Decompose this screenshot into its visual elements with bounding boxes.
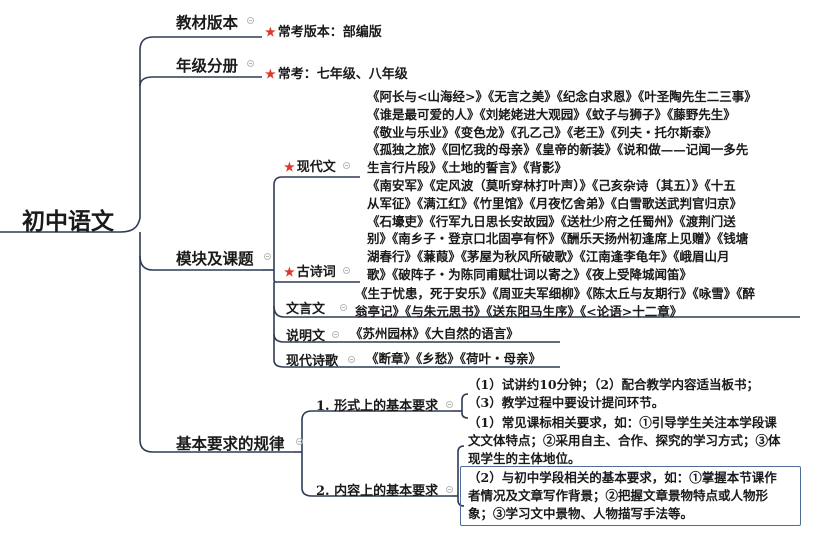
star-icon: ★ [284, 265, 295, 279]
root-topic: 初中语文 [22, 208, 114, 235]
text-line: 现学生的主体地位。 [468, 450, 581, 466]
ancient-label: ★古诗词 [284, 261, 336, 280]
grade-note-text: 常考：七年级、八年级 [277, 67, 408, 82]
text-line: 生言行片段》《土地的誓言》《背影》 [367, 160, 568, 176]
collapse-toggle[interactable] [446, 401, 453, 408]
collapse-toggle[interactable] [247, 17, 254, 24]
content-texts-b: （2）与初中学段相关的基本要求，如：①掌握本节课作 者情况及文章写作背景；②把握… [468, 469, 777, 522]
text-line: 湖春行》《蒹葭》《茅屋为秋风所破歌》《江南逢李龟年》《峨眉山月 [367, 249, 730, 265]
collapse-toggle[interactable] [332, 331, 339, 338]
text-line: 《谁是最可爱的人》《刘姥姥进大观园》《蚊子与狮子》《藤野先生》 [367, 106, 736, 122]
expository-texts: 《苏州园林》《大自然的语言》 [350, 326, 519, 341]
text-line: （2）与初中学段相关的基本要求，如：①掌握本节课作 [468, 470, 777, 485]
text-line: 象；③学习文中景物、人物描写手法等。 [468, 505, 694, 521]
form-label: 1. 形式上的基本要求 [316, 399, 439, 414]
text-line: 别》《南乡子・登京口北固亭有怀》《酬乐天扬州初逢席上见赠》《钱塘 [367, 231, 749, 247]
text-line: 翁亭记》《与朱元思书》《送东阳马生序》《<论语>十二章》 [355, 303, 683, 319]
text-line: 者情况及文章写作背景；②把握文章景物特点或人物形 [468, 487, 769, 503]
modern-label: ★现代文 [284, 156, 336, 175]
text-line: （1）常见课标相关要求，如：①引导学生关注本学段课 [468, 415, 777, 430]
collapse-toggle[interactable] [247, 60, 254, 67]
star-icon: ★ [265, 25, 276, 39]
text-line: 《阿长与<山海经>》《无言之美》《纪念白求恩》《叶圣陶先生二三事》 [367, 89, 757, 104]
modern-texts: 《阿长与<山海经>》《无言之美》《纪念白求恩》《叶圣陶先生二三事》 《谁是最可爱… [367, 88, 757, 177]
collapse-toggle[interactable] [343, 267, 350, 274]
edition-note: ★常考版本：部编版 [265, 21, 382, 40]
branch-rules: 基本要求的规律 [176, 434, 285, 453]
content-label: 2. 内容上的基本要求 [316, 484, 439, 499]
star-icon: ★ [284, 160, 295, 174]
text-line: 文文体特点；②采用自主、合作、探究的学习方式；③体 [468, 432, 781, 448]
collapse-toggle[interactable] [446, 486, 453, 493]
classical-label: 文言文 [286, 302, 326, 317]
expository-label: 说明文 [286, 329, 326, 344]
content-b-box [460, 466, 801, 526]
star-icon: ★ [265, 67, 276, 81]
branch-grade: 年级分册 [176, 56, 239, 75]
collapse-toggle[interactable] [348, 356, 355, 363]
grade-note: ★常考：七年级、八年级 [265, 63, 408, 82]
branch-edition: 教材版本 [176, 13, 239, 32]
collapse-toggle[interactable] [264, 253, 271, 260]
text-line: （1）试讲约10分钟；（2）配合教学内容适当板书； [468, 377, 760, 392]
text-line: 《敬业与乐业》《变色龙》《孔乙己》《老王》《列夫・托尔斯泰》 [367, 124, 718, 140]
text-line: 《孤独之旅》《回忆我的母亲》《皇帝的新装》《说和做——记闻一多先 [367, 142, 749, 158]
ancient-texts: 《南安军》《定风波（莫听穿林打叶声）》《己亥杂诗（其五）》《十五 从军征》《满江… [367, 177, 748, 284]
collapse-toggle[interactable] [296, 438, 303, 445]
collapse-toggle[interactable] [340, 304, 347, 311]
modern-label-text: 现代文 [296, 160, 336, 175]
text-line: （3）教学过程中要设计提问环节。 [468, 394, 665, 410]
text-line: 歌》《破阵子・为陈同甫赋壮词以寄之》《夜上受降城闻笛》 [367, 266, 693, 282]
form-texts: （1）试讲约10分钟；（2）配合教学内容适当板书； （3）教学过程中要设计提问环… [468, 376, 759, 412]
poetry-texts: 《断章》《乡愁》《荷叶・母亲》 [366, 351, 542, 366]
ancient-label-text: 古诗词 [296, 265, 336, 280]
content-texts-a: （1）常见课标相关要求，如：①引导学生关注本学段课 文文体特点；②采用自主、合作… [468, 414, 781, 467]
text-line: 《生于忧患，死于安乐》《周亚夫军细柳》《陈太丘与友期行》《咏雪》《醉 [355, 286, 756, 301]
text-line: 《石壕吏》《行军九日思长安故园》《送杜少府之任蜀州》《渡荆门送 [367, 213, 736, 229]
text-line: 《南安军》《定风波（莫听穿林打叶声）》《己亥杂诗（其五）》《十五 [367, 178, 736, 193]
poetry-label: 现代诗歌 [286, 354, 339, 369]
edition-note-text: 常考版本：部编版 [277, 25, 382, 40]
branch-modules: 模块及课题 [176, 249, 254, 268]
collapse-toggle[interactable] [343, 162, 350, 169]
classical-texts: 《生于忧患，死于安乐》《周亚夫军细柳》《陈太丘与友期行》《咏雪》《醉 翁亭记》《… [355, 285, 755, 321]
text-line: 从军征》《满江红》《竹里馆》《月夜忆舍弟》《白雪歌送武判官归京》 [367, 195, 743, 211]
